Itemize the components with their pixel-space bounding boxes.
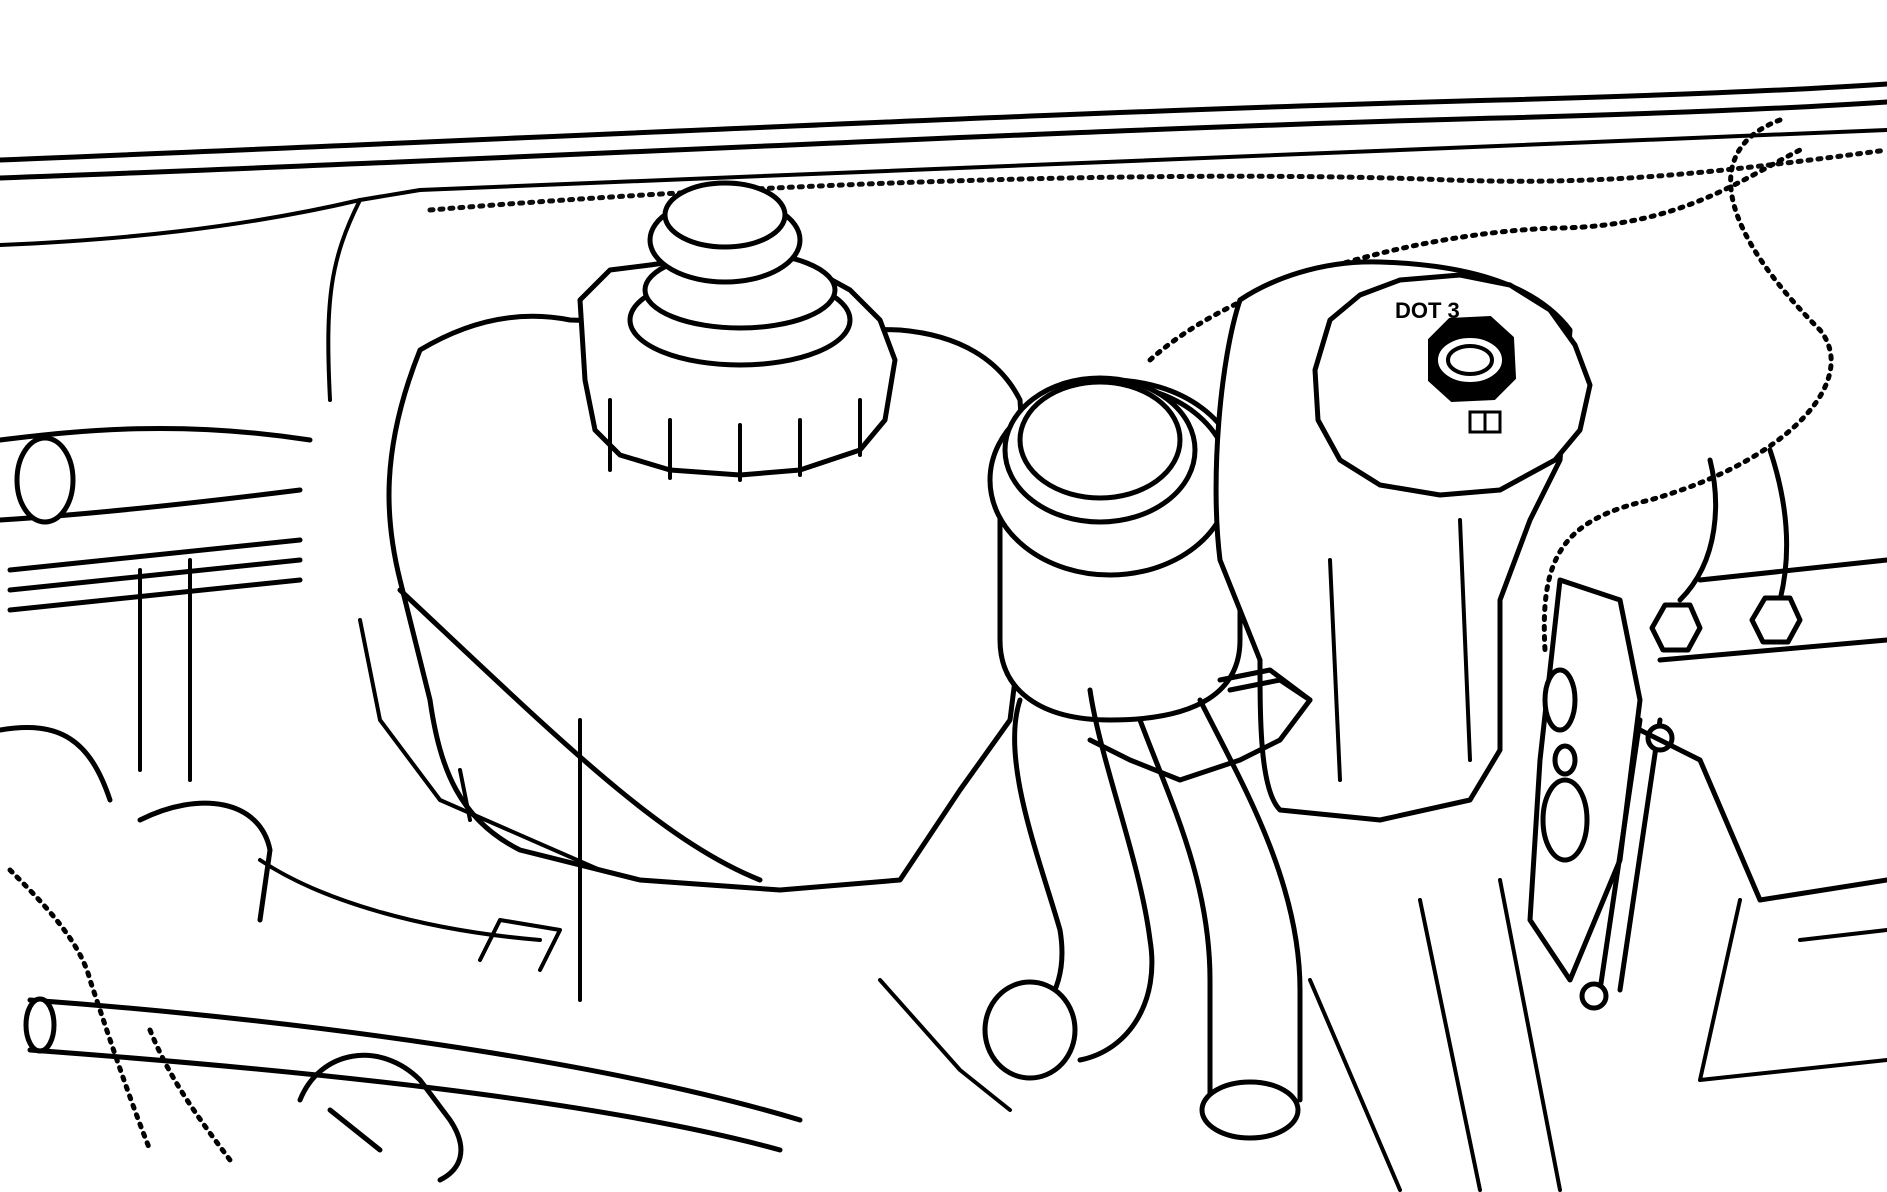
coolant-reservoir — [358, 313, 1033, 1002]
hood-cowl-panel — [0, 81, 1887, 402]
master-cylinder-bracket — [1527, 577, 1675, 1011]
right-engine-block — [1637, 557, 1887, 1082]
brake-lines — [1649, 447, 1803, 653]
coolant-reservoir-cap — [577, 180, 898, 482]
owner-manual-icon — [1468, 410, 1502, 434]
brake-fluid-cap: DOT 3 — [1312, 272, 1593, 498]
reservoir-hoses — [982, 687, 1303, 1141]
brake-booster-cap — [987, 375, 1243, 723]
hose-clamp — [1087, 667, 1313, 783]
lower-right-components — [878, 878, 1562, 1192]
brake-fluid-spec-label: DOT 3 — [1395, 298, 1460, 323]
lower-hoses — [23, 800, 803, 1183]
left-hose — [0, 425, 313, 803]
